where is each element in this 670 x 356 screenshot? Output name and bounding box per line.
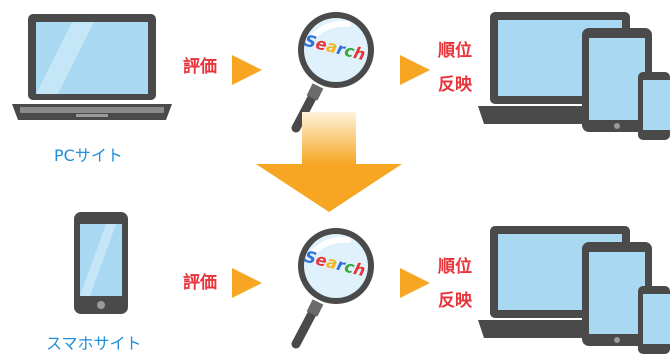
rank-line1: 順位 — [438, 257, 472, 277]
devices-group-icon — [478, 12, 670, 140]
arrow-right-icon — [400, 268, 430, 298]
pc-site-label: PCサイト — [54, 146, 123, 165]
arrow-right-icon — [232, 268, 262, 298]
arrow-right-icon — [400, 55, 430, 85]
smartphone-site-label: スマホサイト — [46, 334, 142, 353]
devices-group-icon — [478, 226, 670, 354]
magnifier-search-icon — [291, 12, 374, 133]
rank-line2: 反映 — [438, 291, 472, 311]
laptop-icon — [12, 14, 172, 120]
rank-label-top: 順位 反映 — [438, 40, 472, 96]
arrow-right-icon — [232, 55, 262, 85]
rank-label-bottom: 順位 反映 — [438, 256, 472, 312]
arrow-down-icon — [256, 112, 402, 212]
rank-line1: 順位 — [438, 41, 472, 61]
rank-line2: 反映 — [438, 75, 472, 95]
smartphone-icon — [74, 212, 128, 314]
evaluate-label-bottom: 評価 — [183, 273, 217, 293]
magnifier-search-icon — [291, 228, 374, 349]
evaluate-label-top: 評価 — [183, 57, 217, 77]
